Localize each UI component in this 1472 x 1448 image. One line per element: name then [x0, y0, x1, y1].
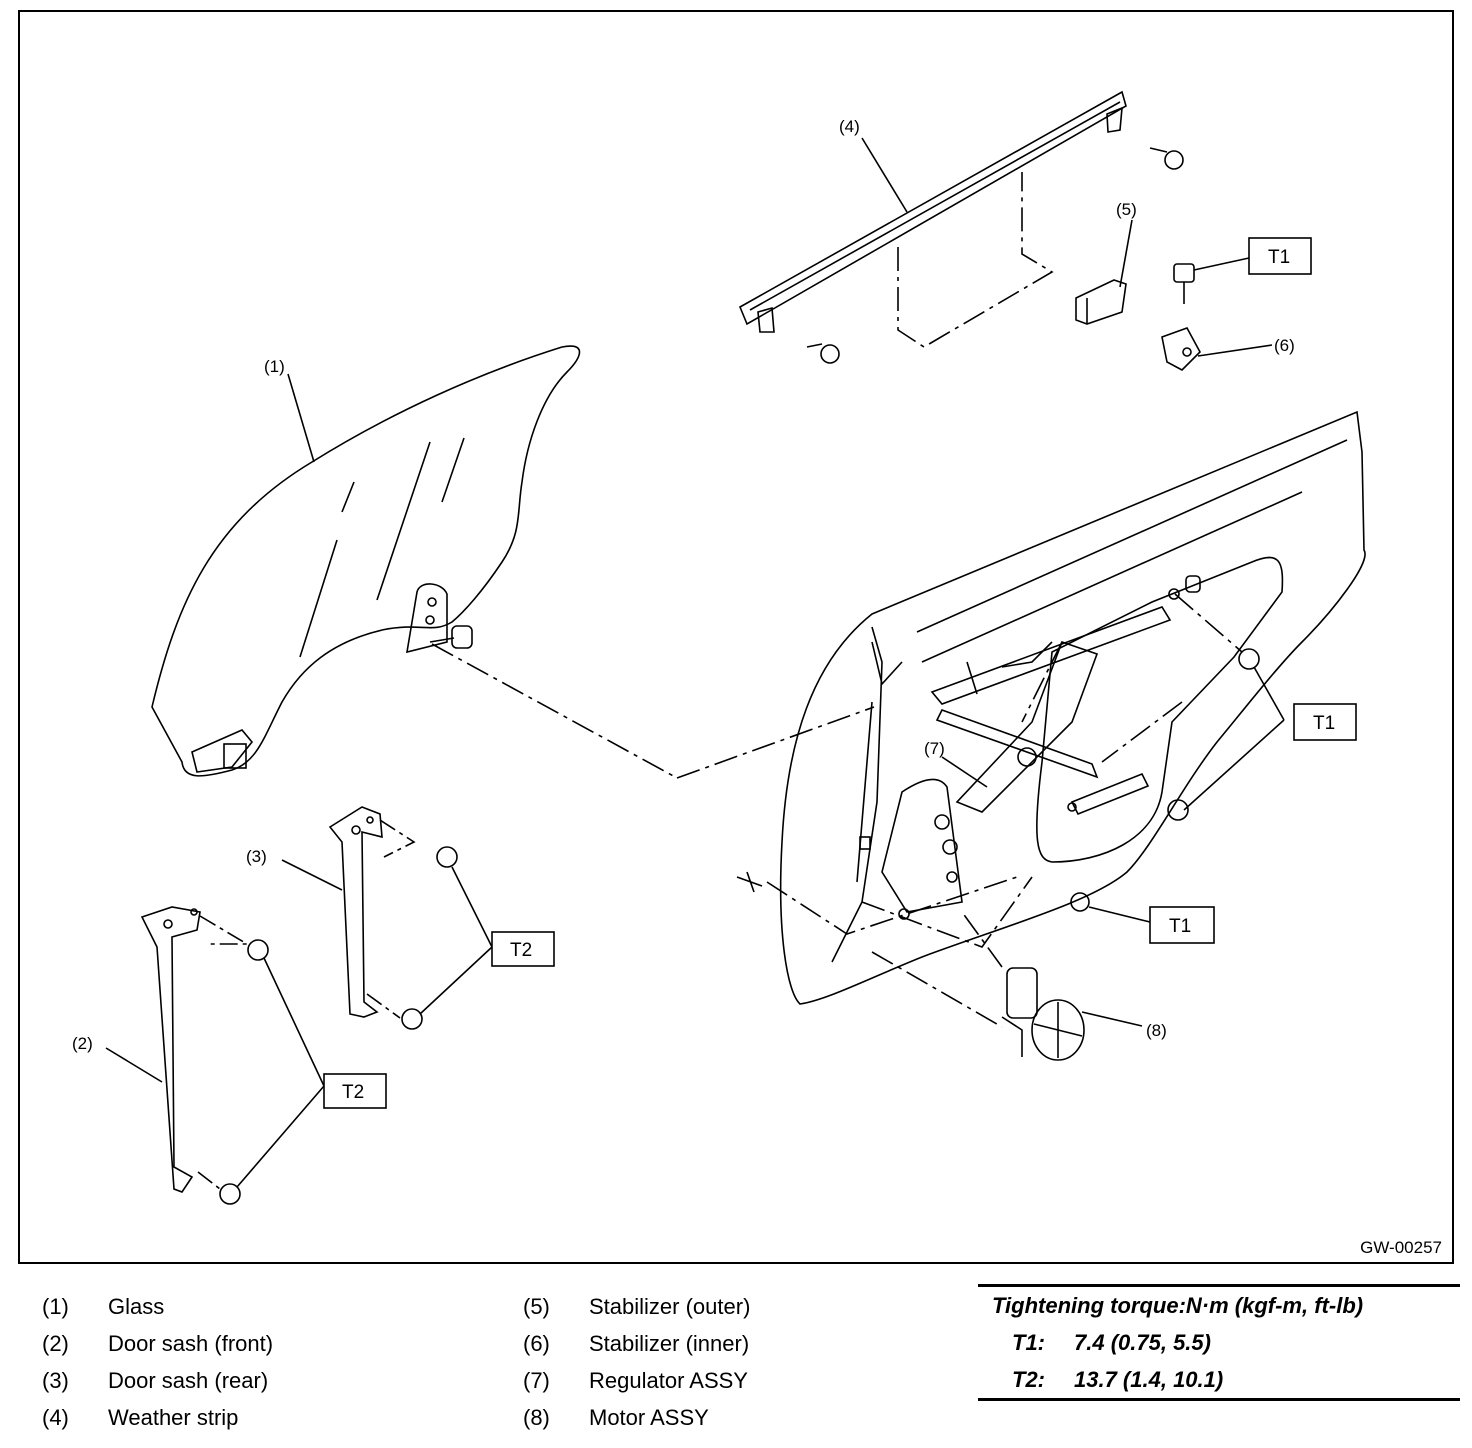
- door-sash-front-part: [140, 906, 269, 1205]
- torque-value: 7.4 (0.75, 5.5): [1074, 1330, 1211, 1355]
- svg-text:T1: T1: [1169, 916, 1191, 937]
- legend-name: Stabilizer (inner): [589, 1331, 750, 1356]
- legend-item: (6) Stabilizer (inner): [523, 1325, 750, 1362]
- legend-name: Motor ASSY: [589, 1405, 709, 1430]
- glass-to-regulator-leader: [431, 643, 678, 779]
- legend-num: (1): [42, 1294, 69, 1319]
- bolts-t1: [736, 648, 1260, 912]
- legend-item: (4) Weather strip: [42, 1399, 273, 1436]
- torque-table: Tightening torque:N·m (kgf-m, ft-lb) T1:…: [978, 1284, 1460, 1401]
- exploded-view-drawing: (1) (4) (5) (6) (7) (8) (3) (2) T1 T1 T1…: [72, 90, 1366, 1205]
- legend-name: Door sash (rear): [108, 1368, 269, 1393]
- torque-box-t1-top: T1: [1248, 237, 1312, 275]
- svg-text:T1: T1: [1268, 247, 1290, 268]
- legend-item: (5) Stabilizer (outer): [523, 1288, 750, 1325]
- callout-7: (7): [924, 739, 945, 758]
- glass-to-regulator-leader-2: [676, 706, 875, 779]
- legend-num: (2): [42, 1331, 69, 1356]
- torque-row: T1: 7.4 (0.75, 5.5): [992, 1324, 1460, 1361]
- callout-2: (2): [72, 1034, 93, 1053]
- legend-right: (5) Stabilizer (outer) (6) Stabilizer (inn…: [523, 1288, 750, 1436]
- callout-4: (4): [839, 117, 860, 136]
- torque-key: T2:: [1012, 1367, 1045, 1392]
- legend-num: (5): [523, 1294, 550, 1319]
- torque-row: T2: 13.7 (1.4, 10.1): [992, 1361, 1460, 1398]
- callout-lines: [105, 137, 1285, 1188]
- weather-strip-leader: [897, 172, 1054, 348]
- svg-text:T1: T1: [1313, 713, 1335, 734]
- legend-name: Glass: [108, 1294, 165, 1319]
- legend-name: Regulator ASSY: [589, 1368, 748, 1393]
- legend-name: Stabilizer (outer): [589, 1294, 751, 1319]
- legend-num: (7): [523, 1368, 550, 1393]
- regulator-assy-part: [881, 575, 1201, 920]
- door-panel-part: [779, 410, 1366, 1005]
- torque-box-t2-rear: T2: [491, 931, 555, 967]
- svg-text:T2: T2: [510, 940, 532, 961]
- callout-5: (5): [1116, 200, 1137, 219]
- motor-leaders: [871, 911, 1003, 1028]
- callout-8: (8): [1146, 1021, 1167, 1040]
- callout-6: (6): [1274, 336, 1295, 355]
- sash-front-leader: [199, 915, 250, 945]
- legend-num: (4): [42, 1405, 69, 1430]
- legend-item: (3) Door sash (rear): [42, 1362, 273, 1399]
- door-sash-rear-part: [328, 806, 458, 1030]
- torque-value: 13.7 (1.4, 10.1): [1074, 1367, 1224, 1392]
- legend-item: (2) Door sash (front): [42, 1325, 273, 1362]
- legend-num: (3): [42, 1368, 69, 1393]
- sash-rear-leader: [379, 819, 416, 858]
- stabilizer-inner-part: [1161, 263, 1201, 371]
- callout-3: (3): [246, 847, 267, 866]
- torque-key: T1:: [1012, 1330, 1045, 1355]
- legend-item: (8) Motor ASSY: [523, 1399, 750, 1436]
- callout-1: (1): [264, 357, 285, 376]
- figure-id: GW-00257: [1360, 1238, 1442, 1257]
- weather-strip-part: [738, 90, 1184, 364]
- legend-name: Door sash (front): [108, 1331, 274, 1356]
- sash-rear-leader-2: [366, 993, 401, 1019]
- sash-front-leader-2: [197, 1171, 221, 1190]
- legend-item: (1) Glass: [42, 1288, 273, 1325]
- legend-name: Weather strip: [108, 1405, 239, 1430]
- motor-assy-part: [1001, 967, 1085, 1061]
- regulator-leaders: [1021, 593, 1243, 763]
- torque-box-t2-front: T2: [323, 1073, 387, 1109]
- bolt-leaders: [766, 876, 1033, 948]
- legend-num: (8): [523, 1405, 550, 1430]
- glass-part: [151, 345, 581, 777]
- torque-box-t1-lower: T1: [1149, 906, 1215, 944]
- legend-num: (6): [523, 1331, 550, 1356]
- torque-title: Tightening torque:N·m (kgf-m, ft-lb): [992, 1293, 1364, 1318]
- stabilizer-outer-part: [1075, 279, 1127, 325]
- diagram-frame: (1) (4) (5) (6) (7) (8) (3) (2) T1 T1 T1…: [18, 10, 1454, 1264]
- legend-left: (1) Glass (2) Door sash (front) (3) Door sa…: [42, 1288, 273, 1436]
- torque-box-t1-right: T1: [1293, 703, 1357, 741]
- legend-item: (7) Regulator ASSY: [523, 1362, 750, 1399]
- svg-text:T2: T2: [342, 1082, 364, 1103]
